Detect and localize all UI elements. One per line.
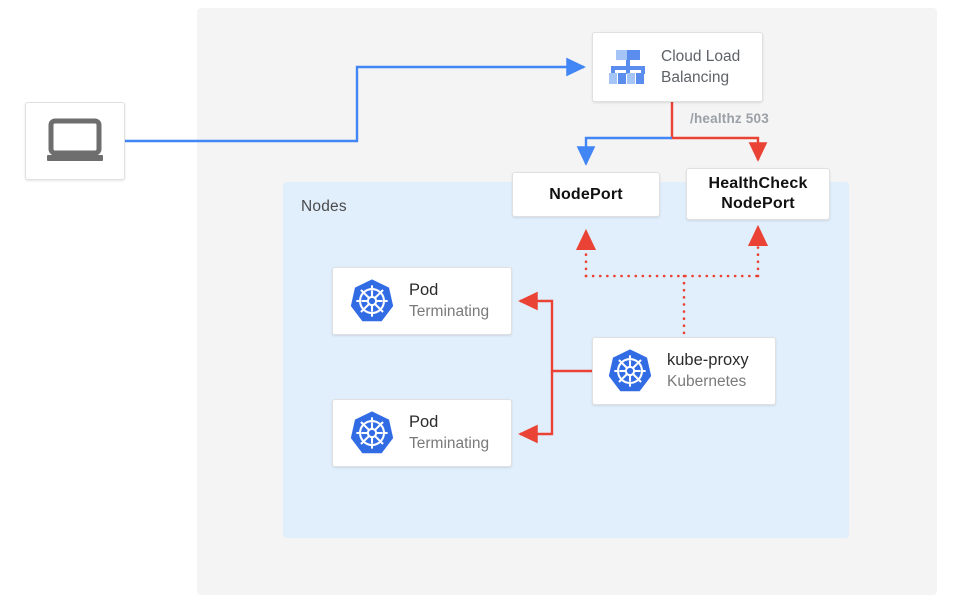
healthcheck-nodeport-label-line1: HealthCheck xyxy=(708,175,808,192)
pod-1-label: Pod xyxy=(409,281,439,299)
cloud-load-balancing-card[interactable]: Cloud Load Balancing xyxy=(592,32,763,102)
client-laptop-card[interactable] xyxy=(25,102,125,180)
healthz-503-label: /healthz 503 xyxy=(690,111,769,126)
nodes-region-label: Nodes xyxy=(301,198,347,215)
pod-2-status: Terminating xyxy=(409,435,490,452)
healthcheck-nodeport-label: HealthCheck NodePort xyxy=(687,174,829,214)
nodeport-label: NodePort xyxy=(549,185,623,203)
pod-2-card[interactable]: Pod Terminating xyxy=(332,399,512,467)
cloud-load-balancing-label: Cloud Load Balancing xyxy=(661,46,740,88)
healthcheck-nodeport-card[interactable]: HealthCheck NodePort xyxy=(686,168,830,220)
healthcheck-nodeport-label-line2: NodePort xyxy=(721,195,795,212)
nodeport-card[interactable]: NodePort xyxy=(512,172,660,217)
kube-proxy-label: kube-proxy xyxy=(667,351,749,369)
kube-proxy-sublabel: Kubernetes xyxy=(667,373,747,390)
pod-1-card[interactable]: Pod Terminating xyxy=(332,267,512,335)
pod-2-text: Pod Terminating xyxy=(409,412,489,454)
pod-1-text: Pod Terminating xyxy=(409,280,489,322)
kube-proxy-card[interactable]: kube-proxy Kubernetes xyxy=(592,337,776,405)
cloud-load-balancing-label-line2: Balancing xyxy=(661,69,730,86)
pod-1-status: Terminating xyxy=(409,303,490,320)
pod-2-label: Pod xyxy=(409,413,439,431)
kubernetes-icon xyxy=(349,410,395,456)
cloud-load-balancing-label-line1: Cloud Load xyxy=(661,48,741,65)
kubernetes-icon xyxy=(607,348,653,394)
cloud-load-balancing-icon xyxy=(605,47,651,87)
kube-proxy-text: kube-proxy Kubernetes xyxy=(667,350,749,392)
kubernetes-icon xyxy=(349,278,395,324)
laptop-icon xyxy=(47,118,103,161)
